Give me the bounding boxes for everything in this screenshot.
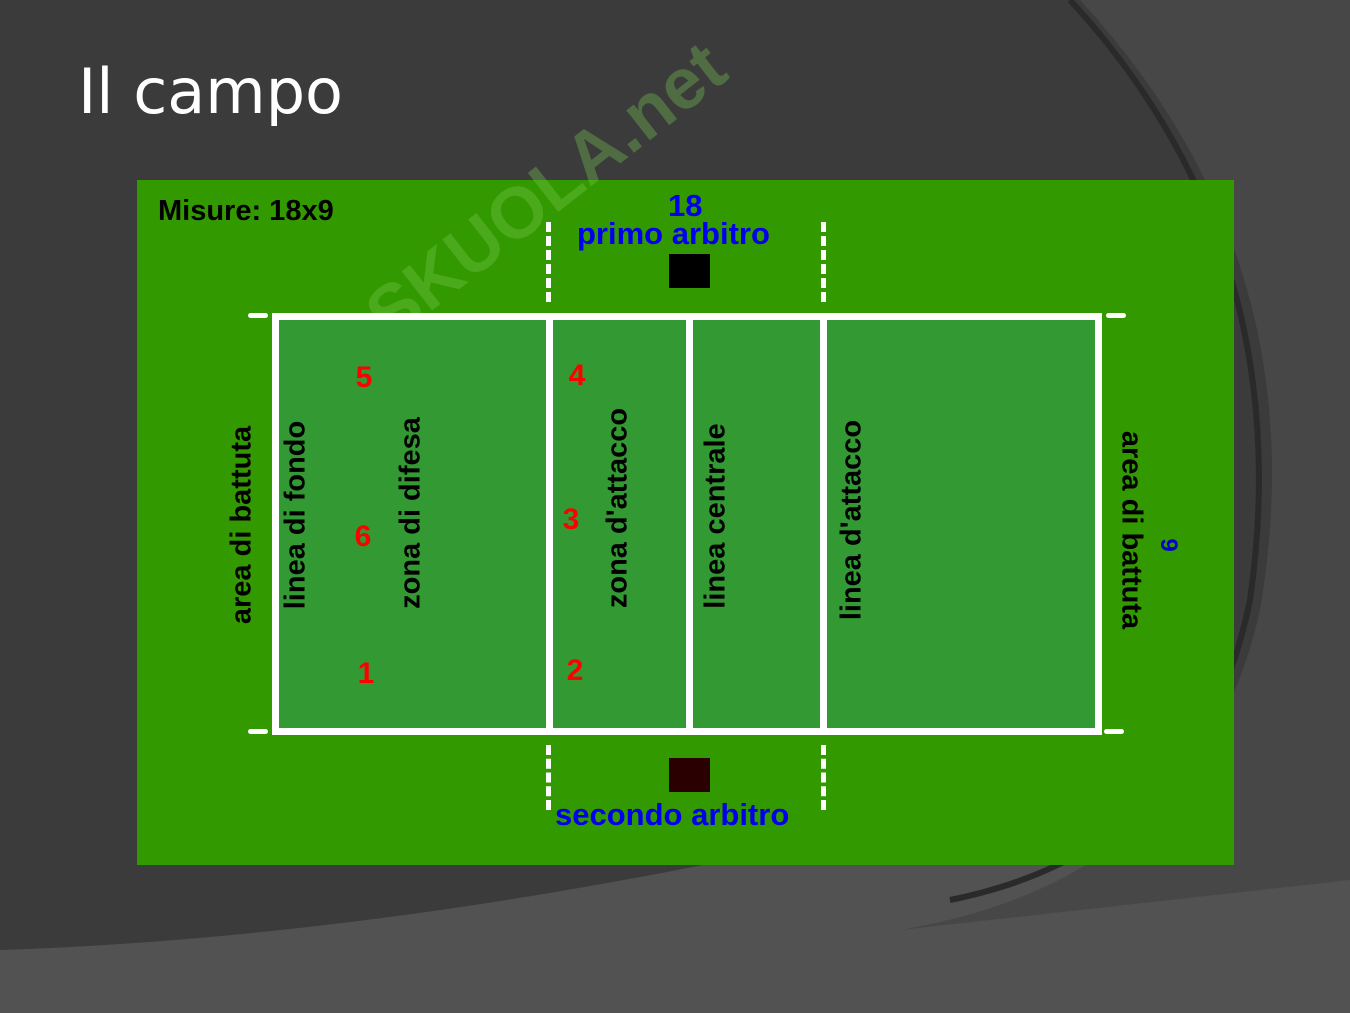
service-zone-mark xyxy=(1104,729,1124,734)
attack-line-label: linea d'attacco xyxy=(835,419,868,621)
second-referee-label: secondo arbitro xyxy=(555,797,790,832)
position-4: 4 xyxy=(568,359,586,392)
service-area-right-label: area di battuta xyxy=(1115,430,1148,630)
slide-title: Il campo xyxy=(78,55,343,128)
center-line xyxy=(686,313,693,735)
defense-zone-label: zona di difesa xyxy=(394,417,427,609)
position-5: 5 xyxy=(355,361,373,394)
service-zone-mark xyxy=(248,729,268,734)
position-3: 3 xyxy=(562,503,580,536)
service-zone-mark xyxy=(1106,313,1126,318)
attack-line-extension xyxy=(821,222,831,302)
attack-line-extension xyxy=(546,222,556,302)
attack-line-right xyxy=(820,313,827,735)
service-area-left-label: area di battuta xyxy=(225,425,258,625)
width-label: 9 xyxy=(1155,538,1182,552)
position-1: 1 xyxy=(357,657,375,690)
second-referee-stand xyxy=(669,758,710,792)
measures-label: Misure: 18x9 xyxy=(158,195,334,227)
attack-line-extension xyxy=(546,745,556,810)
attack-zone-label: zona d'attacco xyxy=(601,407,634,609)
first-referee-stand xyxy=(669,254,710,288)
attack-line-extension xyxy=(821,745,831,810)
service-zone-mark xyxy=(248,313,268,318)
length-label: 18 xyxy=(668,188,703,223)
position-2: 2 xyxy=(566,654,584,687)
first-referee-label: primo arbitro xyxy=(577,216,770,251)
center-line-label: linea centrale xyxy=(699,423,732,609)
attack-line-left xyxy=(546,313,553,735)
end-line-label: linea di fondo xyxy=(279,420,312,610)
position-6: 6 xyxy=(354,520,372,553)
